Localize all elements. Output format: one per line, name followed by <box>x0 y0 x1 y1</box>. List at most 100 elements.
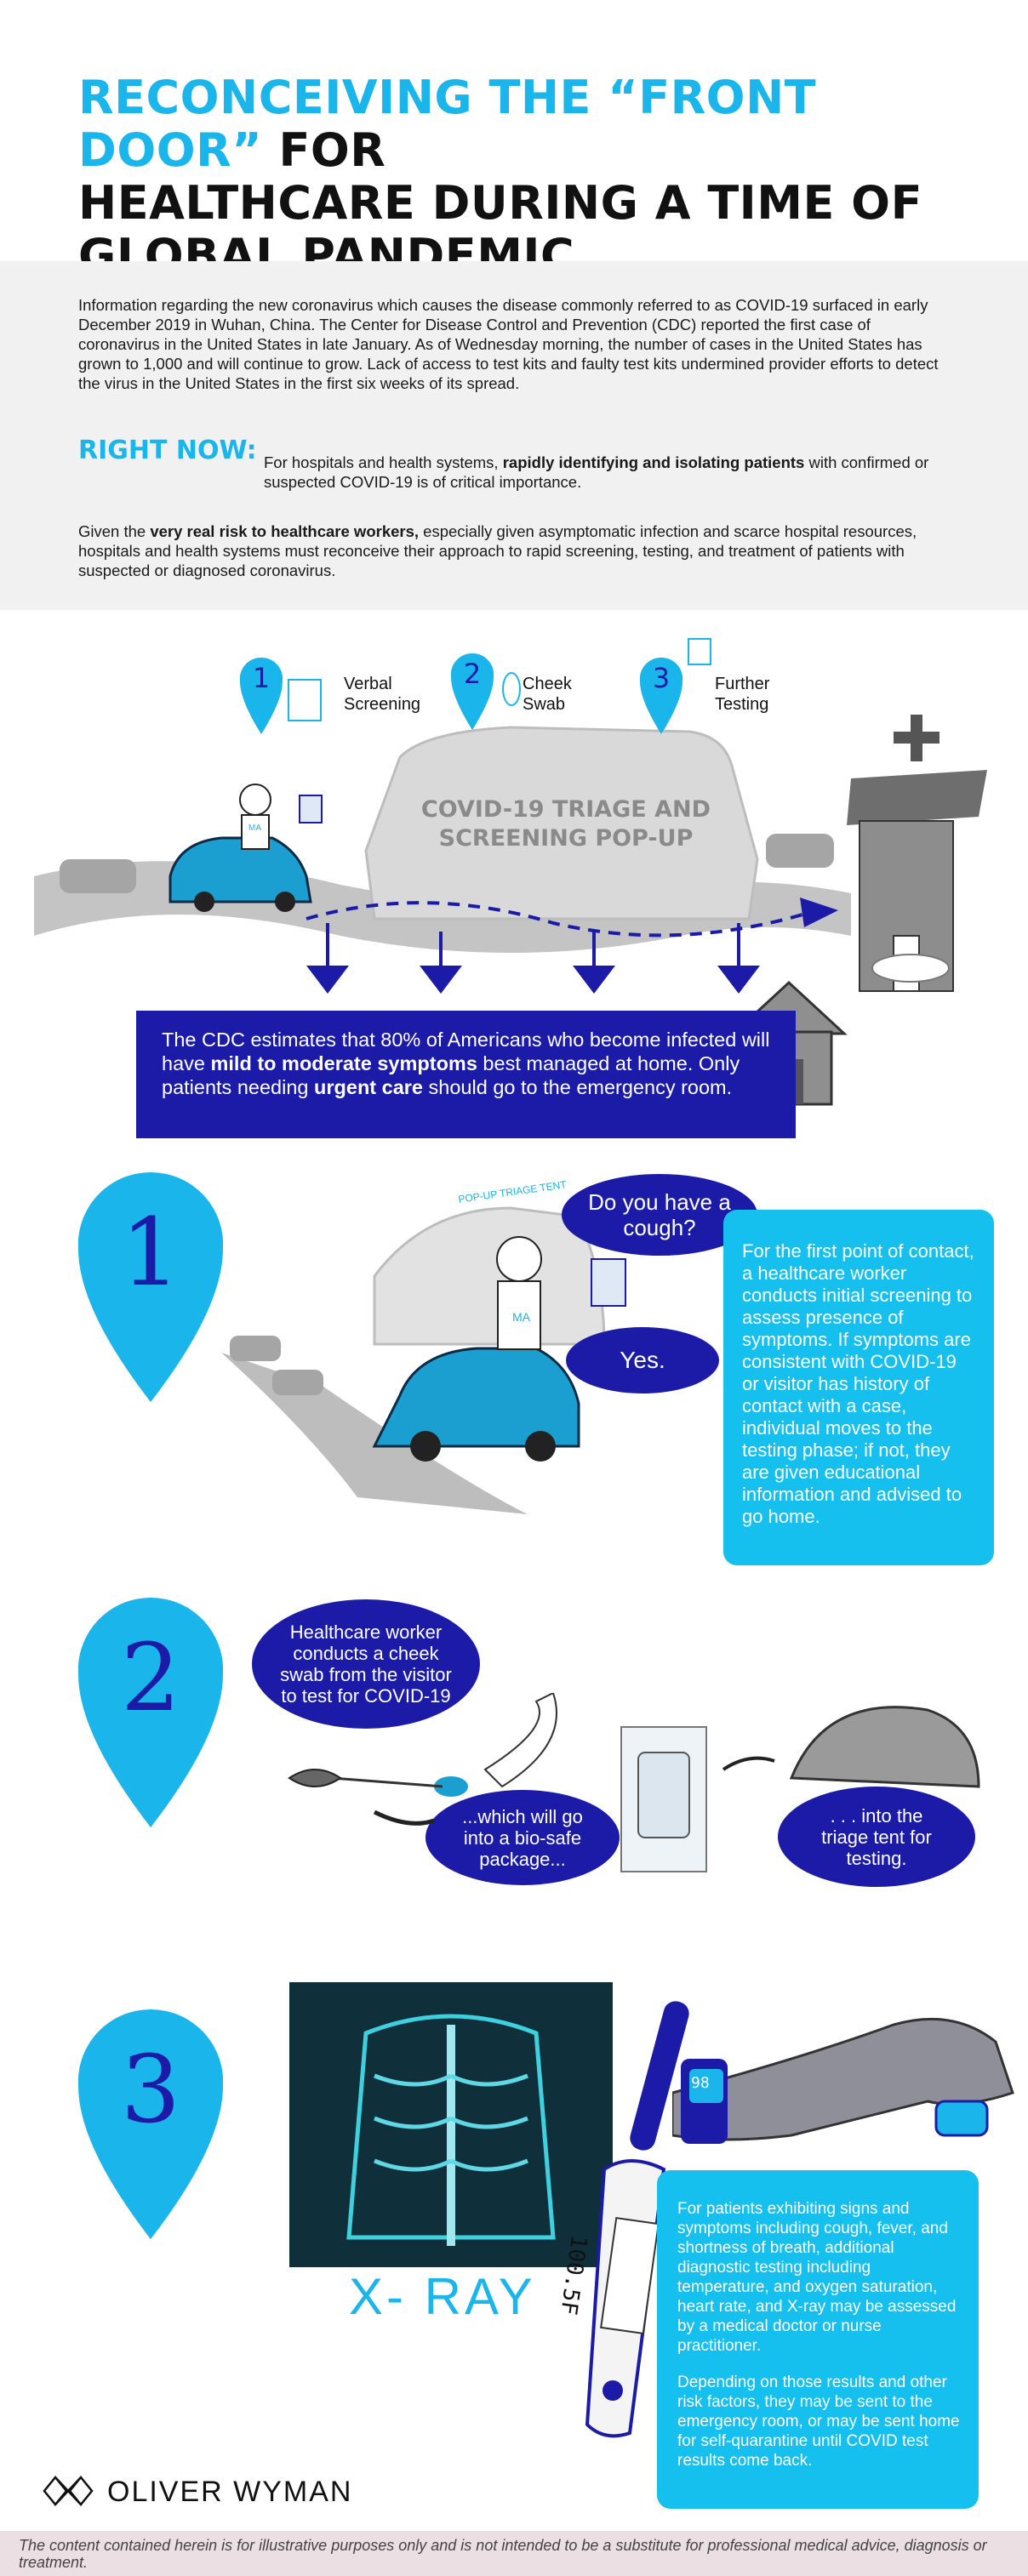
worker-body-step1 <box>497 1280 541 1350</box>
right-now-bold: rapidly identifying and isolating patien… <box>502 453 805 471</box>
blue-car-step1 <box>372 1347 580 1448</box>
wheel-1 <box>410 1431 441 1462</box>
step3-label-line1: Further <box>715 675 770 693</box>
title-highlight: RECONCEIVING THE “FRONT DOOR” <box>78 71 817 177</box>
step1-large-number: 1 <box>121 1198 180 1307</box>
step3-description-2: Depending on those results and other ris… <box>677 2374 960 2470</box>
worker-body <box>241 814 270 850</box>
intro-panel <box>0 261 1028 610</box>
step3-description-1: For patients exhibiting signs and sympto… <box>677 2200 957 2355</box>
risk-pre: Given the <box>78 522 151 540</box>
worker-head-step1 <box>496 1236 542 1282</box>
tent-bubble: . . . into the triage tent for testing. <box>778 1787 975 1887</box>
oliver-wyman-logo-icon <box>43 2476 94 2506</box>
step1-illustration <box>221 1206 626 1514</box>
step3-description-box: For patients exhibiting signs and sympto… <box>657 2170 979 2509</box>
step3-label-line2: Testing <box>715 695 769 714</box>
specimen-container <box>637 1752 690 1838</box>
xray-label: X- RAY <box>349 2268 536 2325</box>
clipboard-icon <box>288 679 322 721</box>
answer-text: Yes. <box>620 1347 665 1373</box>
risk-bold: very real risk to healthcare workers, <box>150 522 420 540</box>
footer-bar <box>0 2531 1028 2576</box>
step1-label-line2: Screening <box>344 695 421 714</box>
step2-pin-number: 2 <box>463 658 482 690</box>
down-arrows <box>306 923 760 994</box>
right-now-pre: For hospitals and health systems, <box>264 453 503 471</box>
cdc-pre: The CDC estimates that 80% of Americans … <box>162 1029 770 1074</box>
title-line2: HEALTHCARE DURING A TIME OF <box>78 176 922 230</box>
step2-pin-icon <box>451 653 494 730</box>
swab-icon <box>502 672 521 706</box>
gray-car-1 <box>230 1336 281 1361</box>
swab-bubble-text: Healthcare worker conducts a cheek swab … <box>280 1621 452 1707</box>
right-now-label: RIGHT NOW: <box>78 436 257 465</box>
cloud <box>871 954 950 983</box>
gray-car-left <box>60 859 136 893</box>
curved-arrow-1 <box>373 1809 435 1826</box>
worker-head <box>239 784 271 816</box>
thermometer-icon <box>585 2001 689 2438</box>
arm-with-watch-illustration <box>672 2017 1014 2144</box>
risk-post: especially given asymptomatic infection … <box>78 522 917 579</box>
triage-tent-step2 <box>789 1706 980 1788</box>
package-bubble-text: ...which will go into a bio-safe package… <box>462 1805 583 1870</box>
swab-stick <box>331 1776 443 1788</box>
question-text: Do you have a cough? <box>588 1189 731 1240</box>
step3-description: For patients exhibiting signs and sympto… <box>657 2170 979 2486</box>
gray-car-2 <box>272 1370 323 1395</box>
step3-large-number: 3 <box>121 2035 180 2144</box>
overview-illustration <box>34 715 987 994</box>
car-wheel-rear <box>275 892 295 912</box>
gray-car-right <box>766 834 834 868</box>
intro-paragraph: Information regarding the new coronaviru… <box>78 296 939 392</box>
cross-horizontal <box>894 732 939 744</box>
worker-badge-overview: MA <box>248 824 261 833</box>
triage-tent-shape <box>364 726 759 920</box>
worker-badge-step1: MA <box>512 1310 530 1324</box>
step2-large-number: 2 <box>121 1623 180 1732</box>
step3-pin-number: 3 <box>652 662 671 694</box>
step2-large-pin-icon <box>78 1598 223 1827</box>
glove <box>434 1776 468 1797</box>
cdc-bold-1: mild to moderate symptoms <box>210 1052 477 1074</box>
tent-label-line1: COVID-19 TRIAGE AND <box>420 796 711 823</box>
clipboard <box>299 795 323 824</box>
mouth <box>288 1769 342 1787</box>
step2-illustration <box>288 1693 980 1872</box>
car-wheel-front <box>194 892 214 912</box>
hospital-roof <box>847 770 987 825</box>
step2-label-line1: Cheek <box>523 675 572 693</box>
swab-bubble: Healthcare worker conducts a cheek swab … <box>252 1599 480 1729</box>
right-now-text: For hospitals and health systems, rapidl… <box>264 453 936 492</box>
blue-car-shape <box>168 836 312 903</box>
risk-paragraph: Given the very real risk to healthcare w… <box>78 521 955 580</box>
xray-image <box>289 1982 613 2267</box>
package-bubble: ...which will go into a bio-safe package… <box>425 1790 620 1885</box>
curved-arrow-2 <box>722 1756 775 1771</box>
cdc-estimate-box: The CDC estimates that 80% of Americans … <box>136 1011 796 1138</box>
step2-label-line2: Swab <box>523 695 566 714</box>
step1-large-pin-icon <box>78 1172 223 1402</box>
cdc-mid: best managed at home. Only patients need… <box>162 1052 740 1098</box>
step1-pin-number: 1 <box>252 662 271 694</box>
step3-pin-icon <box>640 658 682 734</box>
test-sheet-icon <box>688 638 711 665</box>
step1-description: For the first point of contact, a health… <box>742 1240 974 1527</box>
tent-label-line2: SCREENING POP-UP <box>438 825 694 852</box>
brand-name: OLIVER WYMAN <box>107 2476 353 2508</box>
page-title: RECONCEIVING THE “FRONT DOOR” FOR HEALTH… <box>78 71 972 282</box>
right-now-post: with confirmed or suspected COVID-19 is … <box>264 453 929 491</box>
step1-pin-icon <box>240 658 283 734</box>
cdc-post: should go to the emergency room. <box>423 1076 733 1098</box>
watch-reading: 98 <box>691 2074 710 2092</box>
wheel-2 <box>525 1431 556 1462</box>
clipboard-step1 <box>591 1258 626 1307</box>
cdc-estimate-text: The CDC estimates that 80% of Americans … <box>136 1011 796 1116</box>
flow-arrow-line <box>306 901 818 938</box>
cdc-bold-2: urgent care <box>314 1076 424 1098</box>
